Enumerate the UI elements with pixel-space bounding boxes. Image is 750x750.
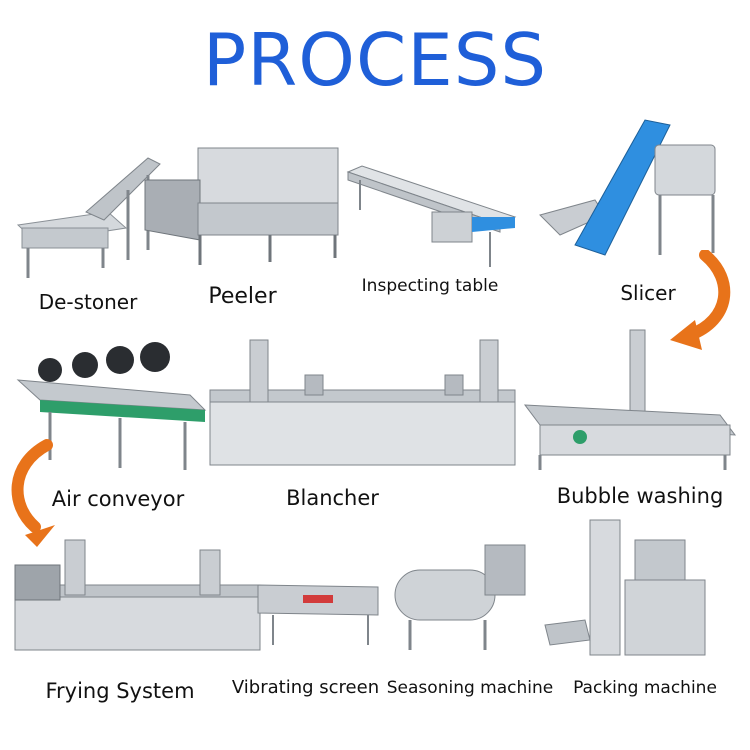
step-bubble-washing: Bubble washing [520, 325, 745, 520]
inspecting-table-icon [346, 165, 517, 267]
flow-arrow-icon [11, 439, 55, 547]
air-conveyor-icon [16, 342, 207, 470]
bubble-washing-machine-icon [523, 329, 737, 470]
step-label: Packing machine [573, 678, 717, 698]
step-label: Blancher [286, 486, 379, 510]
vibrating-screen-icon [257, 584, 379, 645]
seasoning-machine-icon [394, 544, 526, 650]
step-label: Bubble washing [556, 484, 724, 508]
step-label: Seasoning machine [386, 678, 554, 698]
step-blancher: Blancher [205, 335, 520, 520]
step-label: Air conveyor [51, 487, 185, 511]
step-label: Peeler [208, 284, 277, 309]
packing-machine-icon [544, 519, 706, 656]
slicer-machine-icon [539, 119, 716, 256]
peeler-machine-icon [144, 147, 339, 265]
step-vibrating-screen: Vibrating screen [228, 575, 383, 705]
step-frying-system: Frying System [10, 535, 265, 710]
blancher-machine-icon [209, 339, 516, 466]
step-seasoning-machine: Seasoning machine [385, 540, 555, 705]
step-label: Slicer [620, 281, 676, 305]
flow-arrow-icon [670, 250, 731, 350]
step-label: Frying System [45, 679, 195, 703]
step-label: De-stoner [38, 290, 138, 314]
step-label: Vibrating screen [231, 677, 380, 698]
step-air-conveyor: Air conveyor [10, 340, 210, 520]
step-inspecting-table: Inspecting table [340, 162, 520, 322]
step-label: Inspecting table [361, 276, 499, 296]
step-peeler: Peeler [140, 140, 345, 315]
frying-system-icon [14, 539, 261, 651]
step-slicer: Slicer [535, 115, 745, 310]
page-title: PROCESS [202, 18, 548, 102]
step-packing-machine: Packing machine [540, 515, 745, 705]
